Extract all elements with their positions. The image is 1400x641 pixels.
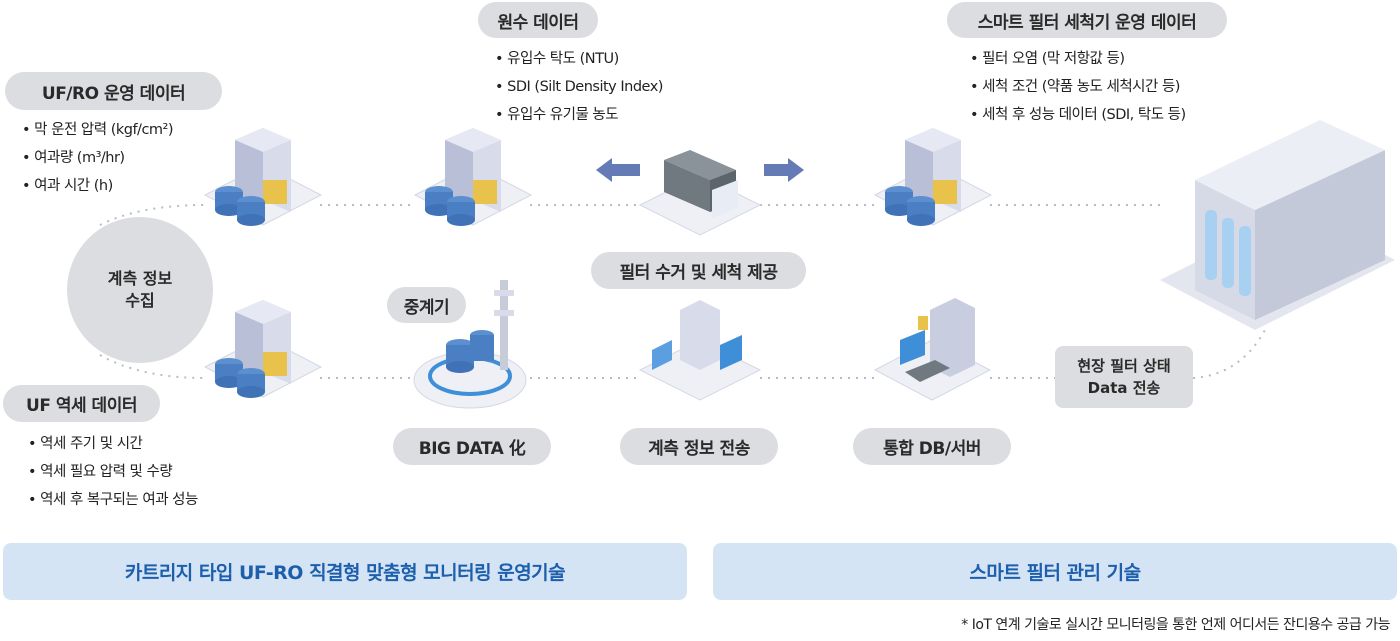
smart-filter-data-list: 필터 오염 (막 저항값 등) 세척 조건 (약품 농도 세척시간 등) 세척 …	[970, 45, 1186, 129]
relay-tower-icon	[413, 280, 527, 409]
list-item: 유입수 탁도 (NTU)	[495, 45, 663, 73]
list-item: 역세 필요 압력 및 수량	[28, 458, 198, 486]
db-server-icon	[873, 298, 992, 401]
server-icon	[204, 127, 322, 227]
measure-send-label: 계측 정보 전송	[620, 428, 778, 465]
list-item: 역세 후 복구되는 여과 성능	[28, 486, 198, 514]
raw-water-data-label: 원수 데이터	[478, 2, 598, 38]
list-item: 세척 조건 (약품 농도 세척시간 등)	[970, 73, 1186, 101]
field-status-label: 현장 필터 상태 Data 전송	[1055, 346, 1193, 408]
field-status-line2: Data 전송	[1087, 379, 1161, 397]
uf-backwash-data-list: 역세 주기 및 시간 역세 필요 압력 및 수량 역세 후 복구되는 여과 성능	[28, 430, 198, 514]
uf-ro-data-list: 막 운전 압력 (kgf/cm²) 여과량 (m³/hr) 여과 시간 (h)	[22, 116, 173, 200]
list-item: 막 운전 압력 (kgf/cm²)	[22, 116, 173, 144]
filter-service-label: 필터 수거 및 세척 제공	[591, 252, 806, 289]
list-item: SDI (Silt Density Index)	[495, 73, 663, 101]
smart-filter-management-banner: 스마트 필터 관리 기술	[713, 543, 1397, 600]
footnote: * IoT 연계 기술로 실시간 모니터링을 통한 언제 어디서든 잔디용수 공…	[961, 617, 1390, 633]
raw-water-data-list: 유입수 탁도 (NTU) SDI (Silt Density Index) 유입…	[495, 45, 663, 129]
collect-line2: 수집	[125, 291, 155, 310]
big-data-label: BIG DATA 化	[393, 428, 551, 465]
server-icon	[874, 127, 992, 227]
list-item: 역세 주기 및 시간	[28, 430, 198, 458]
relay-label: 중계기	[387, 287, 466, 323]
arrow-left-icon	[596, 158, 640, 182]
collect-line1: 계측 정보	[107, 269, 173, 288]
list-item: 필터 오염 (막 저항값 등)	[970, 45, 1186, 73]
server-icon	[204, 299, 322, 399]
field-status-line1: 현장 필터 상태	[1077, 357, 1171, 375]
uf-ro-monitoring-tech-banner: 카트리지 타입 UF-RO 직결형 맞춤형 모니터링 운영기술	[3, 543, 687, 600]
list-item: 세척 후 성능 데이터 (SDI, 탁도 등)	[970, 101, 1186, 129]
list-item: 여과량 (m³/hr)	[22, 144, 173, 172]
arrow-right-icon	[764, 158, 804, 182]
filter-cleaner-machine-icon	[1160, 120, 1395, 330]
list-item: 유입수 유기물 농도	[495, 101, 663, 129]
uf-ro-data-label: UF/RO 운영 데이터	[5, 72, 222, 110]
truck-icon	[638, 150, 762, 236]
computer-icon	[638, 300, 762, 401]
smart-filter-data-label: 스마트 필터 세척기 운영 데이터	[947, 2, 1227, 38]
measurement-collect-node: 계측 정보 수집	[67, 217, 213, 363]
server-icon	[414, 127, 532, 227]
uf-backwash-data-label: UF 역세 데이터	[3, 385, 160, 422]
db-server-label: 통합 DB/서버	[853, 428, 1011, 465]
list-item: 여과 시간 (h)	[22, 172, 173, 200]
